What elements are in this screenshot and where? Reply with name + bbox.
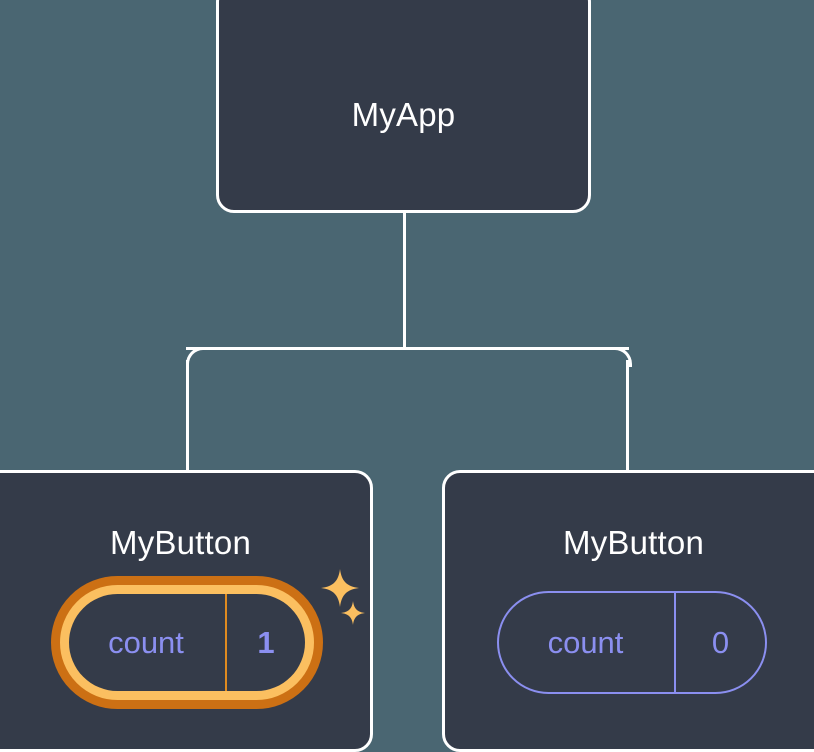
node-mybutton-right-title: MyButton [563, 524, 704, 561]
sparkle-large-icon [321, 569, 359, 607]
connector-root-stem [403, 211, 406, 349]
state-pill-highlighted[interactable]: count 1 [51, 576, 323, 709]
state-pill-plain[interactable]: count 0 [497, 591, 767, 694]
node-mybutton-right[interactable]: MyButton count 0 [442, 470, 814, 752]
connector-elbow-left [186, 347, 206, 367]
node-myapp[interactable]: MyApp [216, 0, 591, 213]
state-pill-inner: count 1 [69, 594, 305, 691]
connector-drop-right [626, 360, 629, 472]
node-mybutton-left-title: MyButton [110, 524, 251, 561]
state-key-label: count [108, 624, 184, 660]
connector-drop-left [186, 360, 189, 472]
state-value-label: 0 [674, 593, 765, 692]
sparkle-small-icon [341, 601, 365, 625]
connector-elbow-right [612, 347, 632, 367]
node-myapp-title: MyApp [351, 96, 456, 133]
state-value-label: 1 [225, 594, 305, 691]
connector-horizontal-bar [186, 347, 629, 350]
state-key-label: count [547, 624, 624, 660]
node-mybutton-left[interactable]: MyButton count 1 [0, 470, 373, 752]
